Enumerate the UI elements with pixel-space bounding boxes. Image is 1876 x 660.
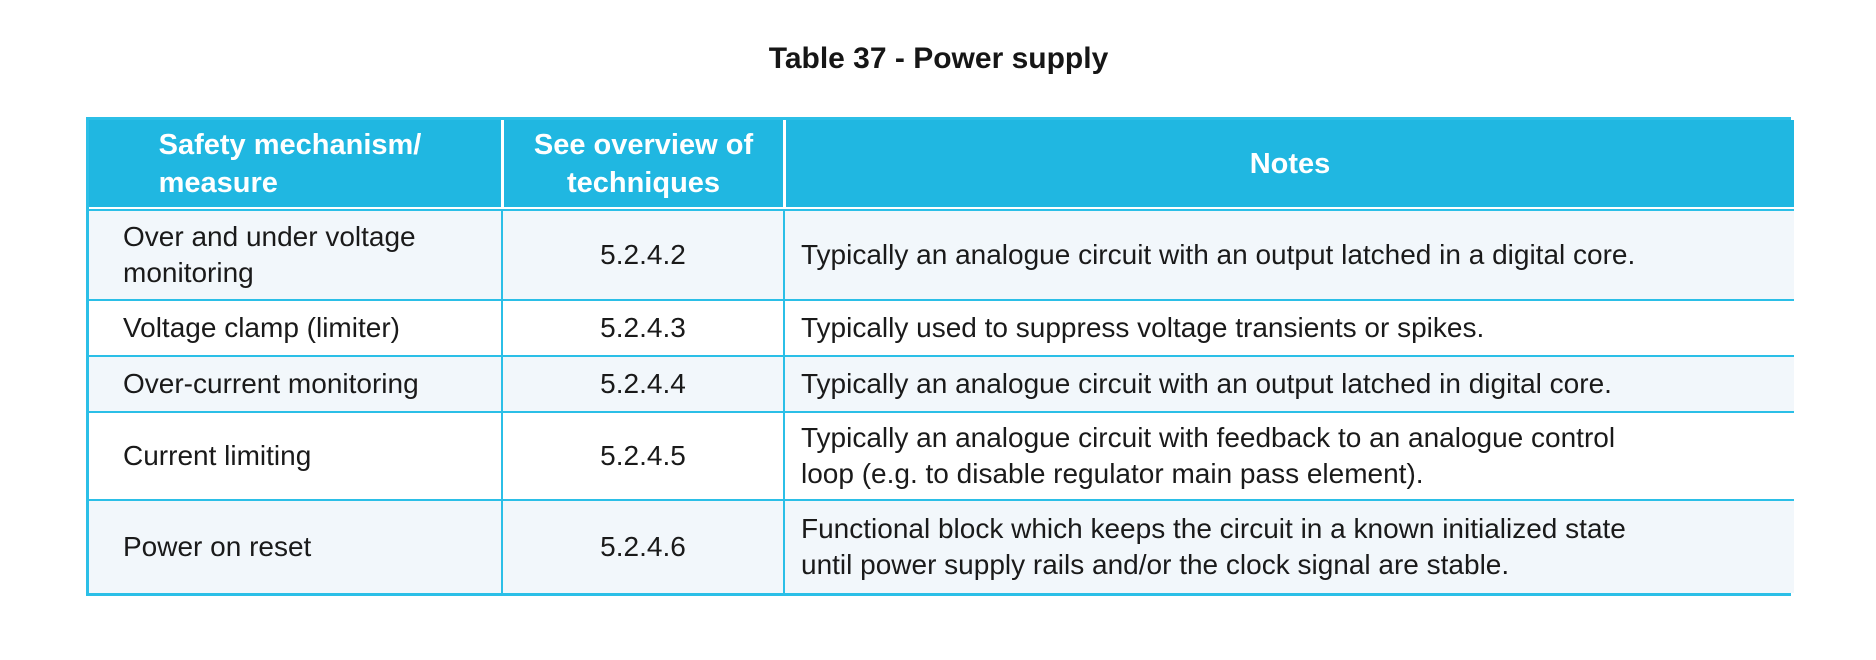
power-supply-table: Safety mechanism/ measure See overview o… — [86, 117, 1794, 596]
column-header-notes: Notes — [783, 120, 1794, 209]
column-header-safety-mechanism: Safety mechanism/ measure — [89, 120, 501, 209]
table-row-4-reference: 5.2.4.5 — [501, 411, 783, 499]
table-row-2-mechanism: Voltage clamp (limiter) — [89, 299, 501, 355]
table-row-5-mechanism: Power on reset — [89, 499, 501, 593]
table-row-1-reference: 5.2.4.2 — [501, 209, 783, 299]
table-row-3-mechanism: Over-current monitoring — [89, 355, 501, 411]
table-row-4-mechanism: Current limiting — [89, 411, 501, 499]
table-caption: Table 37 - Power supply — [768, 42, 1109, 75]
table-row-3-note: Typically an analogue circuit with an ou… — [783, 355, 1794, 411]
table-row-5-reference: 5.2.4.6 — [501, 499, 783, 593]
table-row-5-note: Functional block which keeps the circuit… — [783, 499, 1794, 593]
column-header-see-overview: See overview of techniques — [501, 120, 783, 209]
table-row-1-mechanism: Over and under voltage monitoring — [89, 209, 501, 299]
table-row-3-reference: 5.2.4.4 — [501, 355, 783, 411]
table-row-1-note: Typically an analogue circuit with an ou… — [783, 209, 1794, 299]
table-row-4-note: Typically an analogue circuit with feedb… — [783, 411, 1794, 499]
table-row-2-reference: 5.2.4.3 — [501, 299, 783, 355]
table-row-2-note: Typically used to suppress voltage trans… — [783, 299, 1794, 355]
